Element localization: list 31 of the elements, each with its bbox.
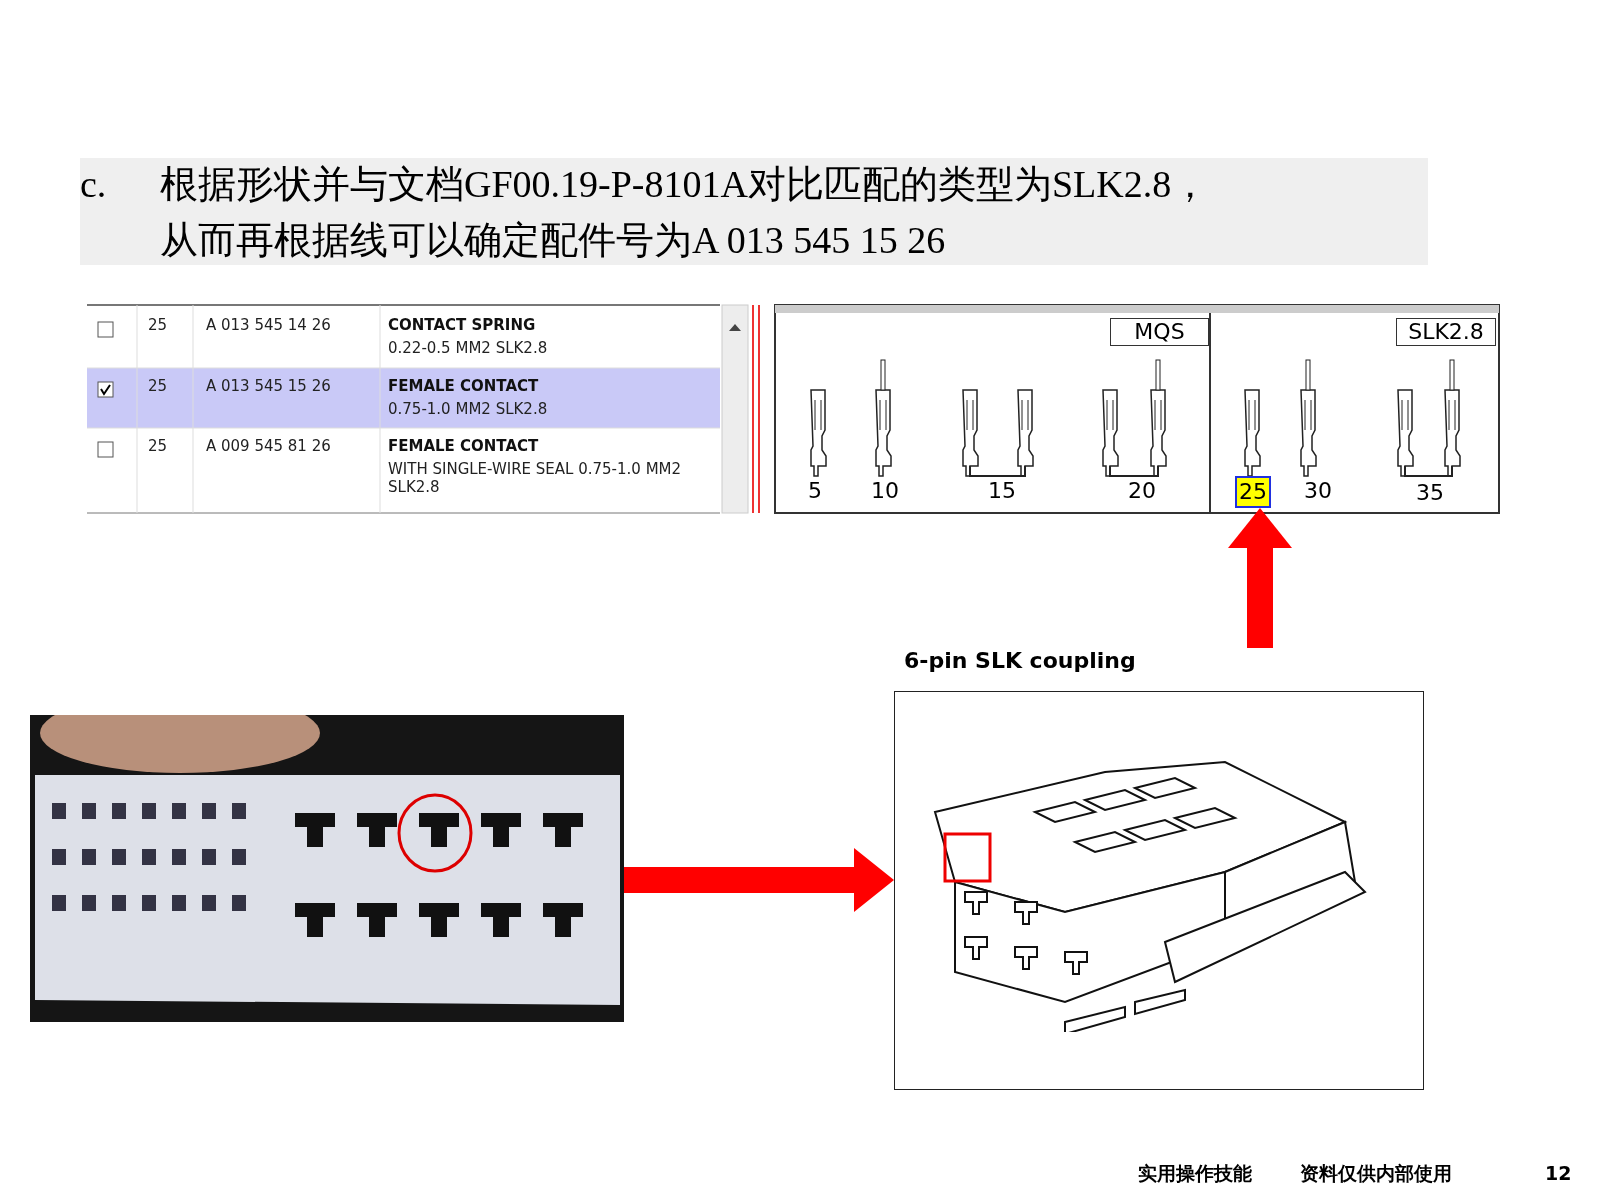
part-name: CONTACT SPRING <box>388 316 536 334</box>
terminal-number: 35 <box>1415 480 1445 507</box>
terminal-number: 10 <box>870 478 900 505</box>
terminal-number: 15 <box>987 478 1017 505</box>
table-cell: 0.22-0.5 MM2 SLK2.8 <box>388 339 548 357</box>
title-text: c. <box>80 162 107 207</box>
terminal-family-label: SLK2.8 <box>1396 318 1496 347</box>
part-name: FEMALE CONTACT <box>388 437 539 455</box>
table-cell: A 013 545 14 26 <box>206 316 331 334</box>
footer-text: 资料仅供内部使用 <box>1300 1162 1452 1185</box>
drawing-caption: 6-pin SLK coupling <box>904 648 1136 675</box>
table-cell: A 013 545 15 26 <box>206 377 331 395</box>
terminal-number: 5 <box>807 478 823 505</box>
table-cell-text: WITH SINGLE-WIRE SEAL 0.75-1.0 MM2 SLK2.8 <box>388 460 683 496</box>
footer-text: 12 <box>1545 1162 1572 1185</box>
terminal-family-label: MQS <box>1110 318 1209 347</box>
part-name: FEMALE CONTACT <box>388 377 539 395</box>
highlighted-terminal-number: 25 <box>1235 476 1271 508</box>
arrow <box>1228 508 1292 648</box>
photo-placeholder <box>30 715 624 1022</box>
table-cell: A 009 545 81 26 <box>206 437 331 455</box>
table-cell: 25 <box>148 437 168 455</box>
arrow <box>624 848 894 912</box>
table-cell: 25 <box>148 377 168 395</box>
terminal-number: 20 <box>1127 478 1157 505</box>
footer-text: 实用操作技能 <box>1138 1162 1252 1185</box>
table-cell: 25 <box>148 316 168 334</box>
title-text: 从而再根据线可以确定配件号为A 013 545 15 26 <box>160 218 946 263</box>
table-cell: 0.75-1.0 MM2 SLK2.8 <box>388 400 548 418</box>
terminal-number: 30 <box>1303 478 1333 505</box>
title-text: 根据形状并与文档GF00.19-P-8101A对比匹配的类型为SLK2.8， <box>160 162 1210 207</box>
